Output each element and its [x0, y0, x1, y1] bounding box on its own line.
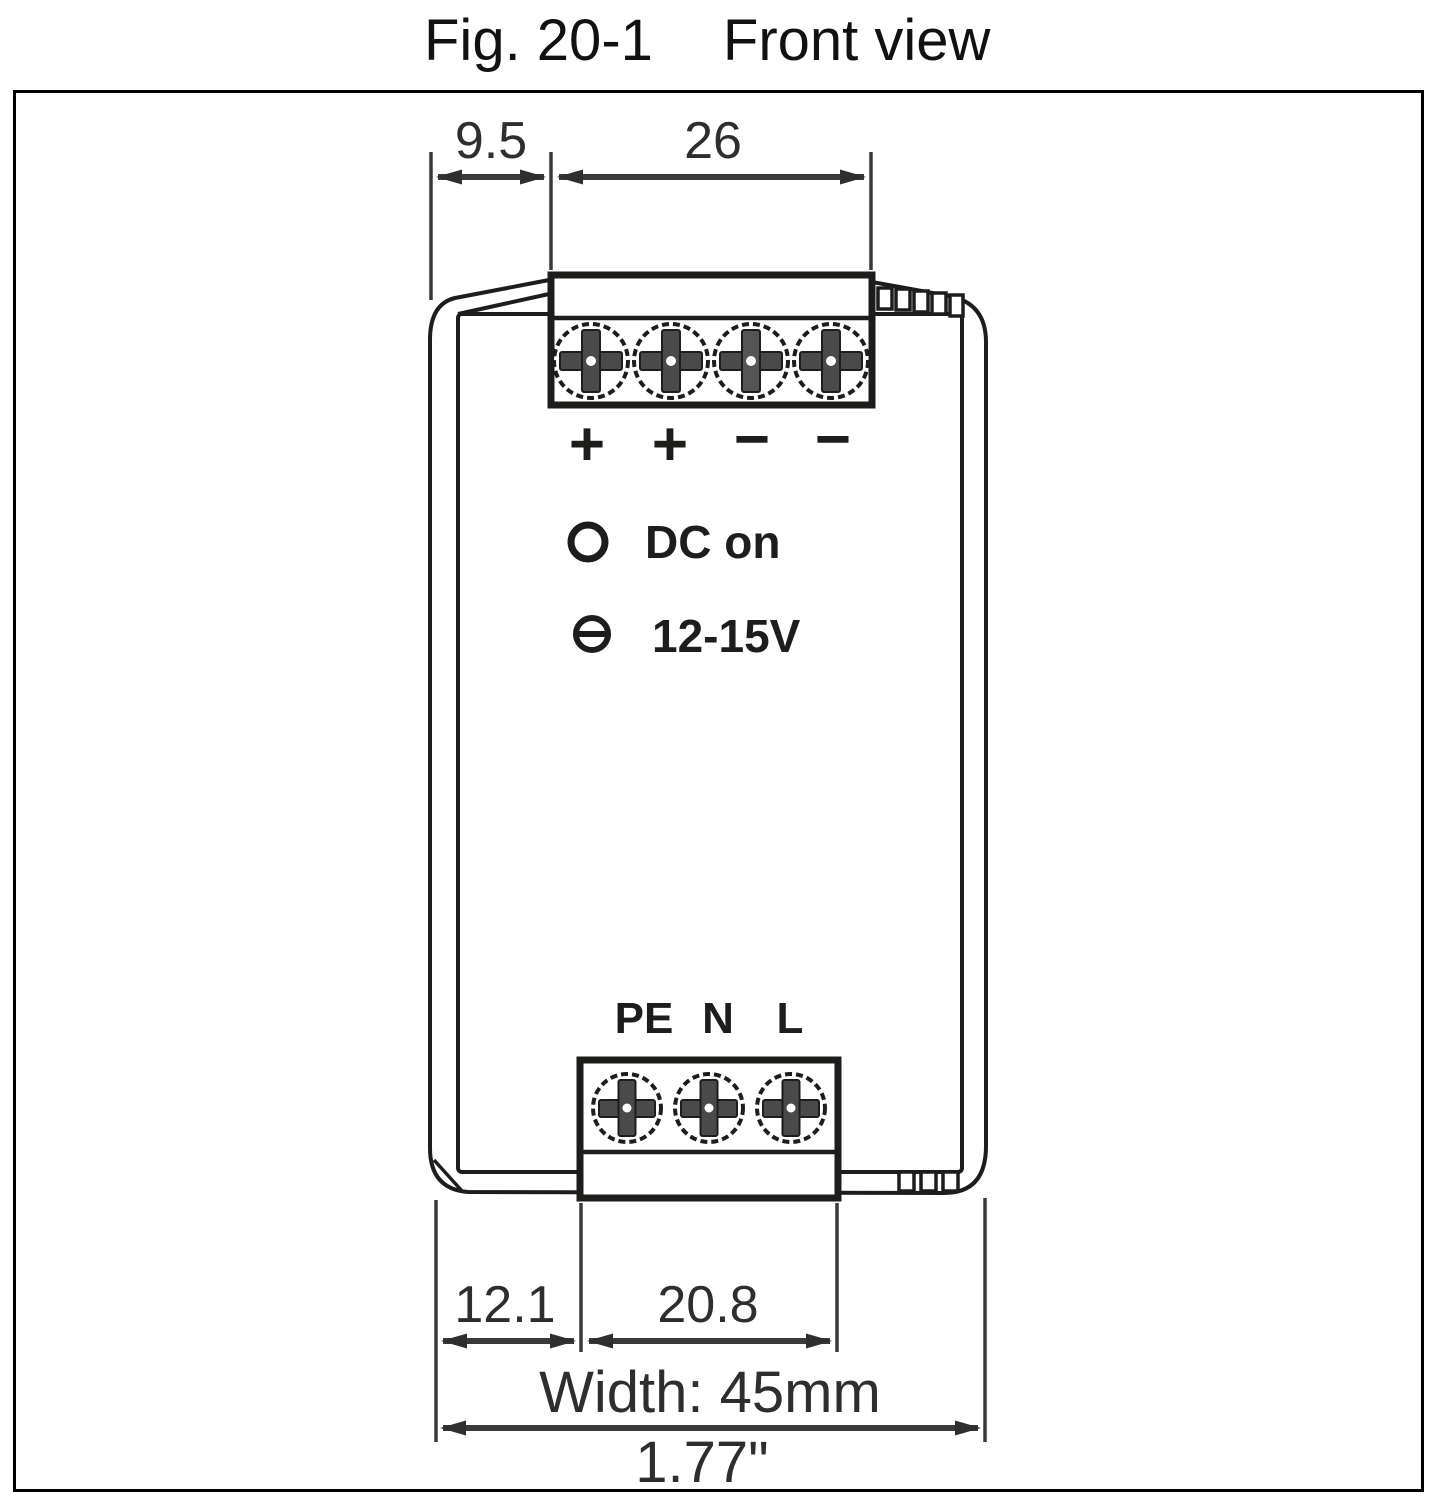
- screw-terminal-icon: [673, 1072, 745, 1144]
- dimension-20-8: 20.8: [587, 1276, 832, 1349]
- top-extension-lines: [429, 152, 873, 300]
- ac-terminal-block: [576, 1056, 842, 1202]
- polarity-plus-1: +: [569, 410, 605, 479]
- screw-terminal-icon: [632, 322, 710, 400]
- label-l: L: [777, 994, 804, 1043]
- dimension-12-1: 12.1: [441, 1276, 576, 1349]
- screw-terminal-icon: [755, 1072, 827, 1144]
- adjust-label: 12-15V: [652, 610, 801, 662]
- bottom-extension-lines: [434, 1198, 987, 1442]
- ac-terminal-labels: PE N L: [615, 994, 804, 1043]
- dim-top-width-label: 26: [684, 112, 742, 170]
- vent-slots-bottom-icon: [897, 1170, 960, 1193]
- polarity-minus-1: −: [734, 405, 770, 474]
- label-n: N: [702, 994, 734, 1043]
- screw-terminal-icon: [712, 322, 790, 400]
- polarity-minus-2: −: [815, 405, 851, 474]
- figure-title: Fig. 20-1 Front view: [424, 10, 990, 72]
- led-icon: [567, 521, 609, 563]
- polarity-labels: + + − −: [569, 405, 851, 479]
- dimension-9-5: 9.5: [436, 112, 546, 185]
- led-label: DC on: [645, 516, 780, 568]
- dimension-total-width: Width: 45mm 1.77": [440, 1360, 981, 1495]
- label-pe: PE: [615, 994, 674, 1043]
- polarity-plus-2: +: [652, 410, 688, 479]
- top-left-bevel: [457, 292, 550, 316]
- bottom-left-bevel: [432, 1158, 464, 1193]
- figure-view-name: Front view: [722, 8, 991, 73]
- dim-bottom-offset-label: 12.1: [454, 1276, 555, 1334]
- dc-terminal-block: [547, 271, 876, 409]
- vent-slots-top-icon: [876, 286, 965, 318]
- dim-width-inches-label: 1.77": [635, 1430, 768, 1495]
- dim-top-offset-label: 9.5: [455, 112, 527, 170]
- dim-bottom-width-label: 20.8: [657, 1276, 758, 1334]
- figure-border: [13, 90, 1424, 1492]
- screw-terminal-icon: [591, 1072, 663, 1144]
- dimension-26: 26: [557, 112, 866, 185]
- dc-on-indicator: DC on: [567, 516, 780, 568]
- dim-width-mm-label: Width: 45mm: [539, 1360, 881, 1425]
- voltage-adjust: 12-15V: [573, 610, 801, 662]
- screw-terminal-icon: [792, 322, 870, 400]
- device-body-outline: [428, 278, 988, 1195]
- screw-terminal-icon: [552, 322, 630, 400]
- figure-number: Fig. 20-1: [424, 8, 653, 73]
